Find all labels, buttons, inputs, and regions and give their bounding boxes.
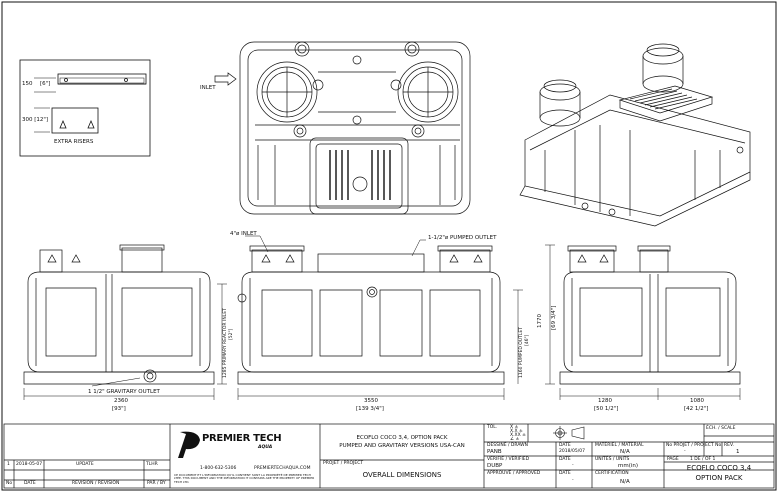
tol-label: TOL. [487, 425, 498, 430]
left-width-in: [93"] [112, 406, 126, 412]
cert-value: N/A [620, 479, 630, 485]
tol-row-4: ∠ ± [510, 437, 520, 442]
front-inlet-label: 4"ø INLET [230, 231, 257, 237]
rev-label: REV. [724, 443, 734, 448]
checked-date: - [572, 463, 574, 468]
rev-col-no: No [6, 481, 13, 486]
rev-col-date: DATE [24, 481, 36, 486]
riser-dim-150: 150 [22, 81, 33, 87]
rev-value: 1 [736, 449, 740, 455]
front-height-mm: 1770 [537, 314, 543, 328]
top-view-lid-grille [329, 150, 391, 200]
material-label: MATÉRIEL / MATERIAL [595, 443, 644, 448]
drawn-label: DESSINÉ / DRAWN [487, 443, 528, 448]
project-label: PROJET / PROJECT [323, 461, 364, 466]
cert-label: CERTIFICATION [595, 471, 629, 476]
checked-date-label: DATE [559, 457, 571, 462]
tol-row-1: X ± [510, 425, 519, 430]
pumped-outlet-height-in: [46"] [525, 334, 530, 346]
company-website: PREMIERTECHAQUA.COM [254, 466, 311, 471]
company-phone: 1-800-632-5306 [200, 466, 237, 471]
approved-label: APPROUVÉ / APPROVED [487, 471, 541, 476]
isometric-view [519, 43, 751, 227]
title-block-grid [3, 423, 775, 489]
left-side-view [23, 244, 215, 400]
front-width-mm: 3550 [364, 398, 378, 404]
front-width-in: [139 3/4"] [356, 406, 384, 412]
extra-risers-label: EXTRA RISERS [54, 139, 94, 145]
primary-reactor-inlet-in: [52"] [229, 328, 234, 340]
rev-num: 1 [7, 462, 10, 467]
approved-date: - [572, 478, 574, 483]
rev-text: UPDATE [76, 462, 94, 467]
front-view [217, 235, 555, 400]
tol-row-2: X.X ± [510, 429, 523, 434]
company-sub: AQUA [258, 445, 273, 450]
inlet-label: INLET [200, 85, 216, 91]
rev-col-by: PAR / BY [147, 481, 166, 486]
page-value: 1 DE / OF 1 [690, 457, 716, 462]
rev-date: 2018-05-07 [16, 462, 43, 467]
right-side-view [559, 245, 741, 400]
checked-value: DUBP [487, 463, 503, 469]
primary-reactor-inlet-label: 1285 PRIMARY REACTOR INLET [223, 308, 228, 378]
top-view [239, 41, 471, 215]
approved-date-label: DATE [559, 471, 571, 476]
rev-by: TLHR [146, 462, 158, 467]
company-legal: CE DOCUMENT ET L'INFORMATION QU'IL CONTI… [174, 473, 315, 484]
drawing-title-2: OPTION PACK [695, 474, 743, 482]
drawn-date-label: DATE [559, 443, 571, 448]
pumped-outlet-height-label: 1160 PUMPED OUTLET [519, 327, 524, 378]
project-no-value: - [684, 449, 686, 454]
page-label: PAGE [667, 457, 679, 462]
tol-row-3: X.XX ± [510, 433, 526, 438]
rev-col-revision: REVISION / REVISION [72, 481, 120, 486]
scale-label: ÉCH. / SCALE [706, 426, 736, 431]
drawing-title-1: ECOFLO COCO 3,4 [686, 464, 752, 472]
riser-dim-150-in: [6"] [40, 81, 51, 87]
project-no-label: No PROJET / PROJECT No. [666, 443, 723, 448]
premier-tech-logo-icon [178, 431, 200, 458]
drawn-date: 2018/05/07 [559, 449, 585, 454]
front-height-in: [69 3/4"] [551, 305, 557, 330]
right-width-a-in: [50 1/2"] [594, 406, 619, 412]
title-line-1: ECOFLO COCO 3,4, OPTION PACK [356, 435, 448, 441]
checked-label: VÉRIFIÉ / VERIFIED [487, 457, 530, 462]
right-width-b-in: [42 1/2"] [684, 406, 709, 412]
left-width-mm: 2360 [114, 398, 128, 404]
riser-dim-300: 300 [12"] [22, 117, 49, 123]
inlet-arrow [214, 72, 237, 86]
units-value: mm(in) [618, 463, 639, 469]
extra-risers-view [19, 59, 151, 157]
company-name: PREMIER TECH [202, 433, 282, 444]
project-value: OVERALL DIMENSIONS [362, 471, 442, 479]
material-value: N/A [620, 449, 630, 455]
right-width-b-mm: 1080 [690, 398, 704, 404]
front-pumped-outlet-label: 1-1/2"ø PUMPED OUTLET [428, 235, 497, 241]
projection-symbol-icon [553, 426, 585, 440]
drawn-value: PANB [487, 449, 502, 455]
title-line-2: PUMPED AND GRAVITARY VERSIONS USA-CAN [339, 443, 465, 449]
right-width-a-mm: 1280 [598, 398, 612, 404]
gravity-outlet-label: 1 1/2" GRAVITARY OUTLET [88, 389, 160, 395]
units-label: UNITÉS / UNITS [595, 457, 630, 462]
